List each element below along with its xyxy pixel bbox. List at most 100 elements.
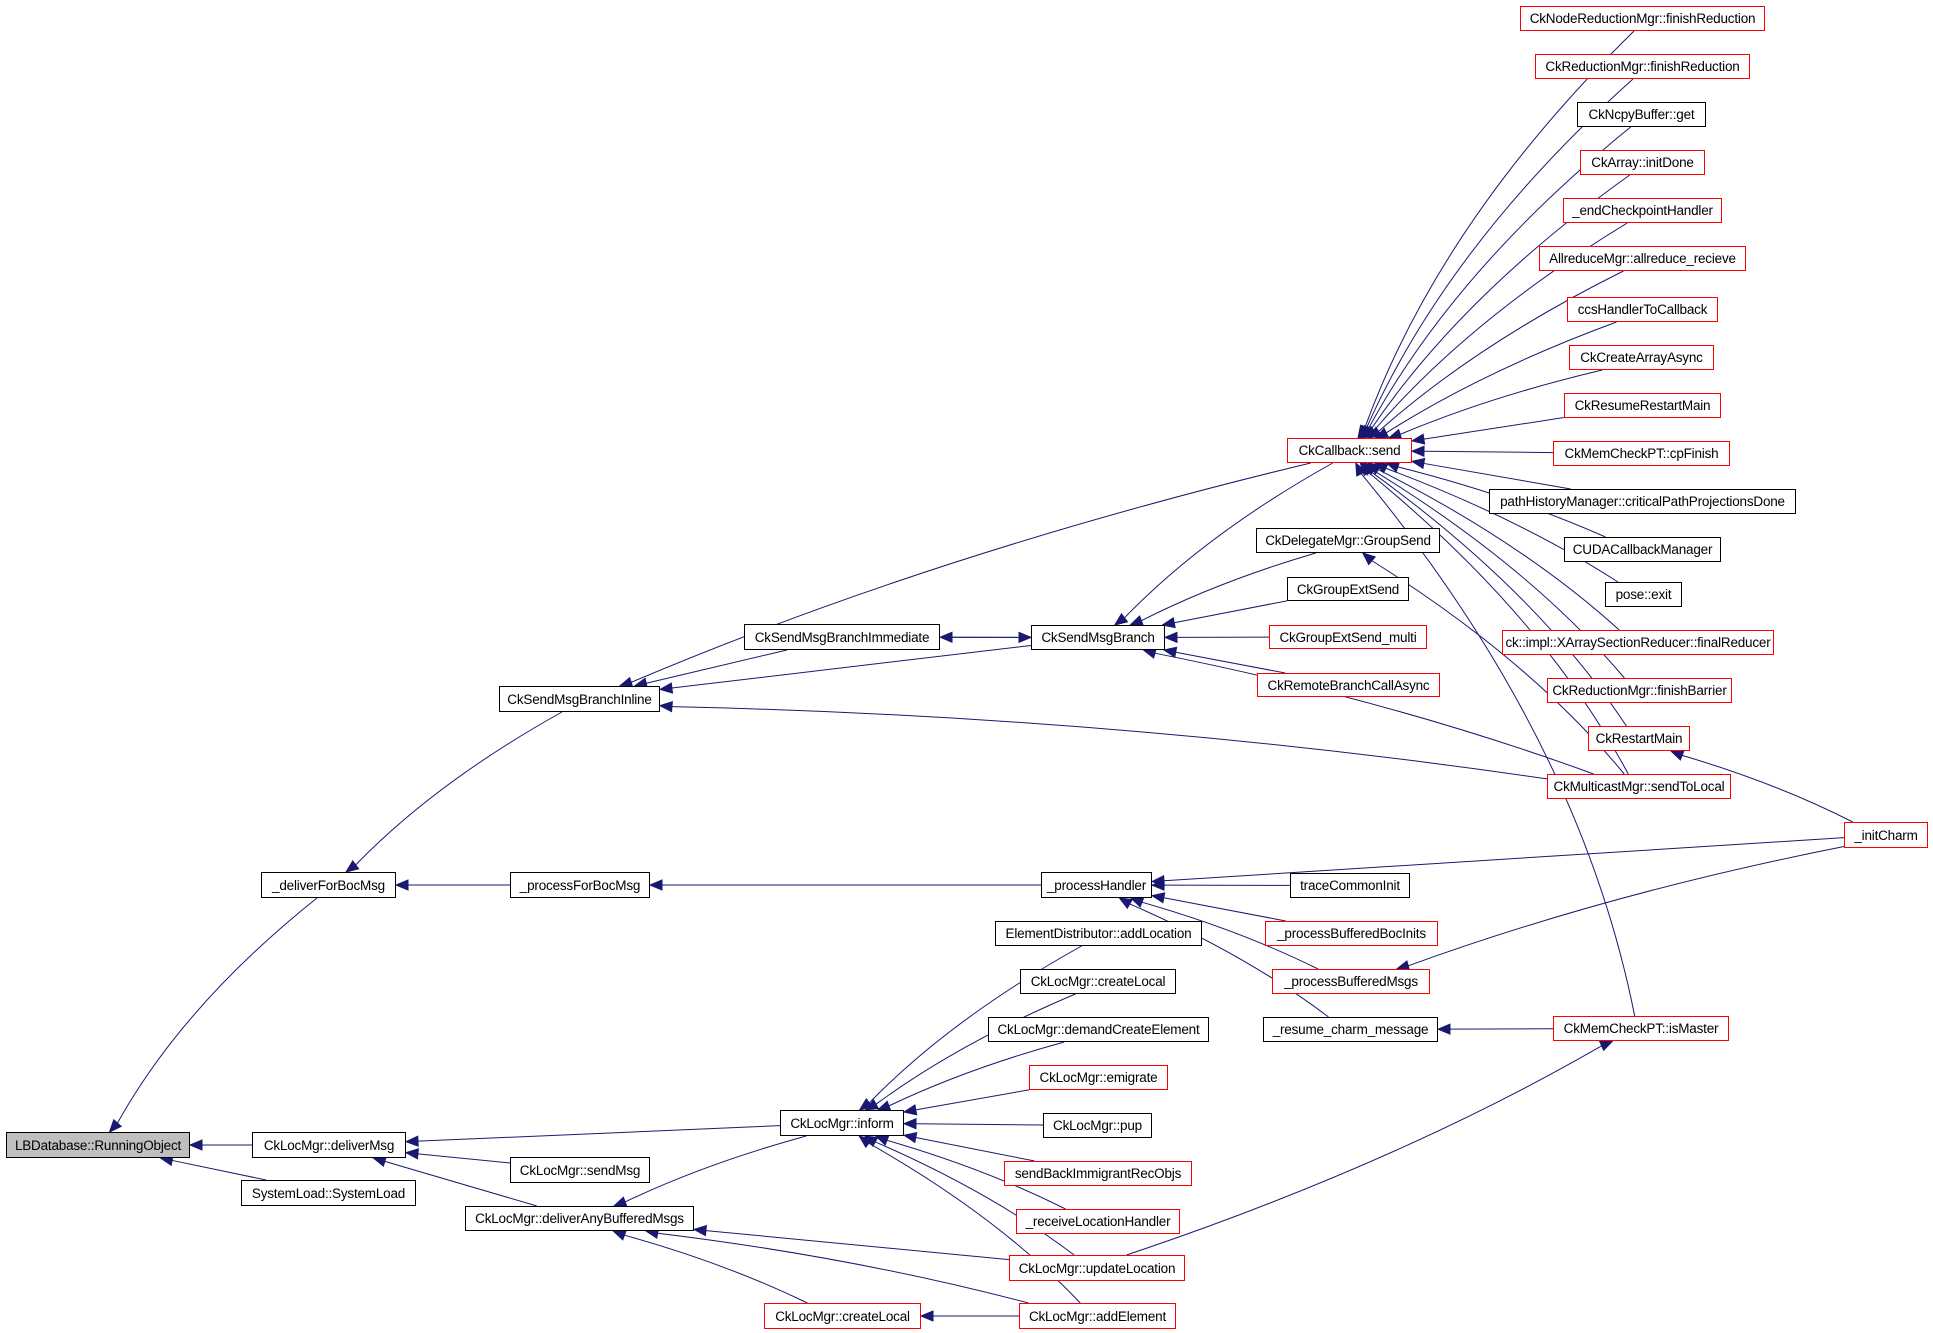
graph-node-resume-restart[interactable]: CkResumeRestartMain	[1564, 393, 1721, 418]
edge-initCharm-to-processHandler	[1163, 837, 1845, 882]
edge-pup-to-inform	[915, 1123, 1044, 1126]
edge-branchImmediate-to-branchInline	[646, 649, 788, 684]
arrowhead-icon	[1355, 461, 1367, 477]
graph-node-send-msg[interactable]: CkLocMgr::sendMsg	[510, 1157, 650, 1183]
graph-node-trace-common-init[interactable]: traceCommonInit	[1290, 873, 1410, 898]
arrowhead-icon	[344, 859, 360, 873]
edge-elemDistAdd-to-inform	[868, 945, 1082, 1104]
graph-node-create-local-r[interactable]: CkLocMgr::createLocal	[764, 1303, 921, 1329]
graph-node-end-ckpt[interactable]: _endCheckpointHandler	[1563, 198, 1722, 223]
edge-sendToLocal-to-branchInline	[671, 706, 1548, 780]
arrowhead-icon	[692, 1224, 707, 1237]
graph-node-cb-send[interactable]: CkCallback::send	[1287, 438, 1412, 463]
edge-addElement-to-dabm	[657, 1232, 1029, 1304]
graph-node-group-ext-send[interactable]: CkGroupExtSend	[1287, 577, 1409, 601]
graph-node-create-arr-async[interactable]: CkCreateArrayAsync	[1569, 345, 1714, 370]
edge-initCharm-to-pbMsgs	[1408, 846, 1845, 967]
arrowhead-icon	[1163, 631, 1178, 644]
arrowhead-icon	[658, 682, 674, 694]
graph-node-pose-exit[interactable]: pose::exit	[1605, 582, 1682, 607]
edge-createLocalR-to-dabm	[624, 1234, 808, 1304]
edge-nodeRedFinish-to-cbSend	[1364, 30, 1635, 429]
graph-node-node-red-finish[interactable]: CkNodeReductionMgr::finishReduction	[1520, 6, 1765, 31]
edge-pbBocInits-to-processHandler	[1163, 897, 1286, 922]
arrowhead-icon	[1436, 1023, 1451, 1035]
arrowhead-icon	[658, 700, 673, 713]
graph-node-dabm[interactable]: CkLocMgr::deliverAnyBufferedMsgs	[465, 1206, 694, 1231]
graph-node-process-handler[interactable]: _processHandler	[1041, 872, 1152, 898]
graph-node-finish-barrier[interactable]: CkReductionMgr::finishBarrier	[1547, 678, 1732, 703]
arrowhead-icon	[874, 1135, 890, 1146]
arrowhead-icon	[1113, 612, 1129, 626]
arrowhead-icon	[864, 1098, 880, 1111]
graph-node-allreduce[interactable]: AllreduceMgr::allreduce_recieve	[1539, 246, 1746, 271]
edge-ccsHandler-to-cbSend	[1386, 321, 1617, 434]
edge-resumeRestart-to-cbSend	[1423, 417, 1565, 440]
edge-sendBackImm-to-inform	[915, 1137, 1035, 1162]
graph-node-process-for-boc[interactable]: _processForBocMsg	[510, 872, 650, 898]
graph-node-send-back-imm[interactable]: sendBackImmigrantRecObjs	[1004, 1161, 1192, 1186]
edge-systemLoad-to-root	[172, 1159, 267, 1181]
graph-node-init-charm[interactable]: _initCharm	[1844, 822, 1928, 848]
edge-allreduce-to-cbSend	[1378, 270, 1624, 432]
graph-node-cuda-cb[interactable]: CUDACallbackManager	[1564, 537, 1721, 562]
arrowhead-icon	[1410, 457, 1426, 470]
arrowhead-icon	[648, 879, 663, 891]
edge-groupExtSend-to-branch	[1174, 600, 1288, 624]
edge-delegateGroupSend-to-branch	[1141, 552, 1316, 622]
graph-node-branch-immediate[interactable]: CkSendMsgBranchImmediate	[744, 624, 940, 650]
graph-node-group-ext-send-multi[interactable]: CkGroupExtSend_multi	[1269, 625, 1427, 649]
edge-initCharm-to-restartMain	[1682, 754, 1853, 823]
graph-node-send-to-local[interactable]: CkMulticastMgr::sendToLocal	[1547, 774, 1731, 799]
graph-node-cp-finish[interactable]: CkMemCheckPT::cpFinish	[1553, 441, 1730, 466]
graph-node-pb-msgs[interactable]: _processBufferedMsgs	[1272, 969, 1430, 994]
arrowhead-icon	[1018, 631, 1033, 644]
graph-node-ccs-handler[interactable]: ccsHandlerToCallback	[1567, 297, 1718, 322]
graph-node-is-master[interactable]: CkMemCheckPT::isMaster	[1553, 1016, 1729, 1041]
arrowhead-icon	[394, 879, 409, 891]
edge-xarrReducer-to-cbSend	[1378, 469, 1620, 631]
arrowhead-icon	[372, 1156, 387, 1168]
arrowhead-icon	[404, 1148, 420, 1160]
arrowhead-icon	[1129, 615, 1144, 626]
graph-node-remote-branch[interactable]: CkRemoteBranchCallAsync	[1257, 673, 1440, 697]
graph-node-system-load[interactable]: SystemLoad::SystemLoad	[241, 1180, 416, 1206]
graph-node-resume-charm[interactable]: _resume_charm_message	[1263, 1017, 1438, 1042]
graph-node-restart-main[interactable]: CkRestartMain	[1588, 726, 1690, 751]
graph-node-receive-loc[interactable]: _receiveLocationHandler	[1016, 1209, 1180, 1234]
graph-node-red-finish[interactable]: CkReductionMgr::finishReduction	[1535, 54, 1750, 79]
graph-node-deliver-msg[interactable]: CkLocMgr::deliverMsg	[252, 1132, 406, 1158]
edge-updateLocation-to-isMaster	[1126, 1045, 1602, 1256]
graph-node-branch-inline[interactable]: CkSendMsgBranchInline	[499, 686, 660, 712]
arrowhead-icon	[1598, 1040, 1614, 1052]
graph-node-arr-init-done[interactable]: CkArray::initDone	[1580, 150, 1705, 175]
graph-node-emigrate[interactable]: CkLocMgr::emigrate	[1029, 1065, 1168, 1090]
graph-node-root[interactable]: LBDatabase::RunningObject	[6, 1132, 190, 1158]
graph-node-xarr-reducer[interactable]: ck::impl::XArraySectionReducer::finalRed…	[1502, 630, 1774, 655]
edge-cpFinish-to-cbSend	[1423, 450, 1554, 454]
edge-deliverForBoc-to-root	[117, 897, 318, 1124]
edge-demandCreate-to-inform	[888, 1041, 1065, 1107]
arrowhead-icon	[919, 1310, 934, 1322]
graph-node-update-location[interactable]: CkLocMgr::updateLocation	[1009, 1255, 1185, 1281]
edge-emigrate-to-inform	[915, 1089, 1030, 1111]
graph-node-delegate-group-send[interactable]: CkDelegateMgr::GroupSend	[1256, 528, 1440, 553]
graph-node-path-hist[interactable]: pathHistoryManager::criticalPathProjecti…	[1489, 489, 1796, 514]
graph-node-elem-dist-add[interactable]: ElementDistributor::addLocation	[995, 921, 1202, 946]
graph-node-pup[interactable]: CkLocMgr::pup	[1043, 1113, 1152, 1138]
graph-node-branch[interactable]: CkSendMsgBranch	[1031, 625, 1165, 650]
graph-node-add-element[interactable]: CkLocMgr::addElement	[1019, 1303, 1176, 1329]
edge-branchInline-to-deliverForBoc	[355, 711, 563, 866]
graph-node-create-local[interactable]: CkLocMgr::createLocal	[1020, 969, 1176, 994]
graph-node-inform[interactable]: CkLocMgr::inform	[780, 1110, 904, 1136]
edge-receiveLoc-to-inform	[886, 1139, 1066, 1210]
graph-node-pb-boc-inits[interactable]: _processBufferedBocInits	[1265, 921, 1438, 946]
arrowhead-icon	[1150, 879, 1165, 891]
arrowhead-icon	[1161, 616, 1176, 629]
graph-node-deliver-for-boc[interactable]: _deliverForBocMsg	[261, 872, 396, 898]
arrowhead-icon	[902, 1117, 917, 1130]
graph-node-ncpy-get[interactable]: CkNcpyBuffer::get	[1577, 102, 1706, 127]
arrowhead-icon	[108, 1118, 123, 1133]
graph-node-demand-create[interactable]: CkLocMgr::demandCreateElement	[988, 1017, 1209, 1042]
